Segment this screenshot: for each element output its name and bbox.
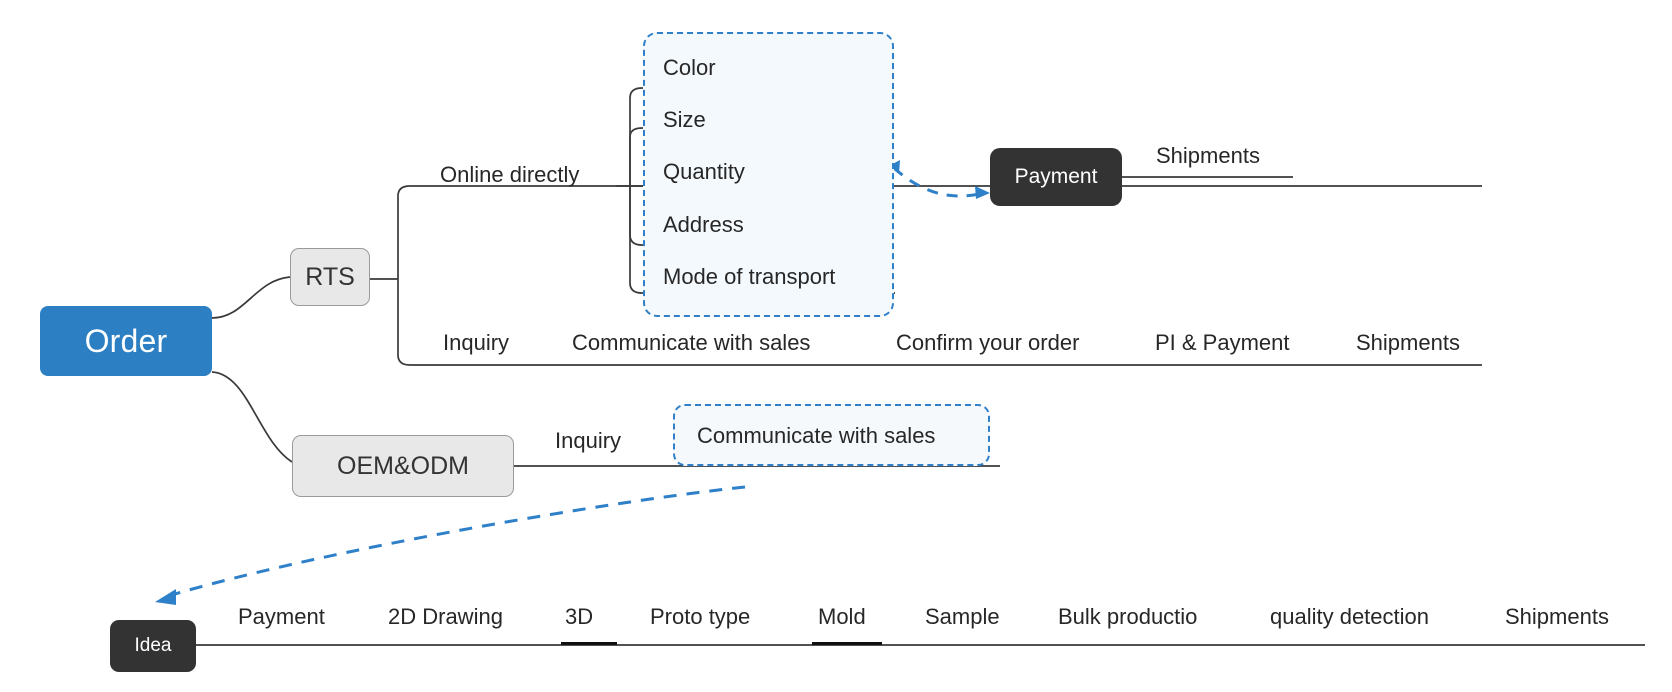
detail-item-size: Size [663,107,706,132]
flow-step-quality-detection: quality detection [1270,604,1429,629]
oem-step-communicate-with-sales: Communicate with sales [697,423,936,448]
flow-step-3d: 3D [565,604,594,629]
node-payment[interactable]: Payment [990,148,1122,206]
flow-rule-3d [561,642,617,645]
label-online-directly: Online directly [440,162,580,187]
flow-step-payment: Payment [238,604,325,629]
arrow-details-to-payment [892,166,985,198]
detail-item-quantity: Quantity [663,159,745,184]
rts-step-confirm-your-order: Confirm your order [896,330,1080,355]
highlight-box-communicate-with-sales [673,404,990,466]
oem-step-inquiry: Inquiry [555,428,622,453]
rts-step-communicate-with-sales: Communicate with sales [572,330,811,355]
label-payment-shipments: Shipments [1156,143,1260,168]
node-idea[interactable]: Idea [110,620,196,672]
detail-item-color: Color [663,55,716,80]
flow-step-2d-drawing: 2D Drawing [388,604,503,629]
flow-step-shipments: Shipments [1505,604,1609,629]
node-order[interactable]: Order [40,306,212,376]
detail-item-mode-of-transport: Mode of transport [663,264,836,289]
flow-step-sample: Sample [925,604,1000,629]
flow-step-mold: Mold [818,604,866,629]
highlight-box-order-details [643,32,894,317]
flow-step-proto-type: Proto type [650,604,751,629]
flow-rule-mold [812,642,882,645]
node-oem-odm[interactable]: OEM&ODM [292,435,514,497]
rts-step-pi-and-payment: PI & Payment [1155,330,1290,355]
node-rts[interactable]: RTS [290,248,370,306]
flow-step-bulk-production: Bulk productio [1058,604,1198,629]
rts-step-shipments: Shipments [1356,330,1460,355]
rts-step-inquiry: Inquiry [443,330,510,355]
arrow-sales-to-idea [167,485,746,598]
detail-item-address: Address [663,212,744,237]
